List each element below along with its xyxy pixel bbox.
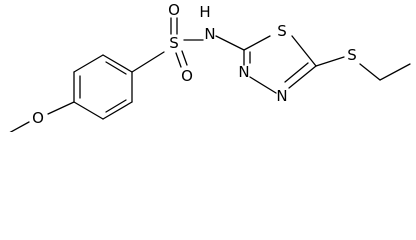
bond-thiadiazole-2 bbox=[249, 76, 277, 94]
bond-o-ring bbox=[47, 101, 75, 115]
bond-thiadiazole-3b bbox=[284, 62, 309, 83]
chemical-structure: S O O H N S N N S O bbox=[9, 1, 411, 132]
bond-thiadiazole-3 bbox=[288, 65, 317, 89]
bond-thiadiazole-5 bbox=[243, 35, 271, 51]
bond-benzene-inner-2 bbox=[105, 61, 127, 75]
bond-methyl-o bbox=[9, 121, 30, 132]
bond-thiadiazole-4 bbox=[291, 35, 317, 67]
bond-benzene-5 bbox=[102, 101, 133, 120]
atom-ring-n-left: N bbox=[238, 63, 249, 81]
atom-sulfonyl-s: S bbox=[169, 34, 179, 52]
bond-s-ethyl-1 bbox=[359, 63, 381, 81]
atom-labels: S O O H N S N N S O bbox=[32, 1, 357, 127]
bond-benzene-2 bbox=[73, 54, 104, 73]
bonds bbox=[9, 17, 411, 132]
atom-ring-n-right: N bbox=[276, 87, 287, 105]
bond-s-o-bottom-b bbox=[181, 50, 188, 66]
atom-methoxy-o: O bbox=[32, 109, 44, 127]
bond-n-ring bbox=[215, 35, 245, 51]
bond-ethyl-2 bbox=[379, 63, 411, 81]
atom-amide-n: N bbox=[204, 25, 215, 43]
atom-sulfonyl-o-top: O bbox=[168, 1, 180, 19]
atom-sulfonyl-o-bottom: O bbox=[181, 67, 193, 85]
atom-thioether-s: S bbox=[347, 46, 357, 64]
bond-benzene-inner-3 bbox=[105, 99, 127, 113]
bond-benzene-3 bbox=[102, 54, 133, 73]
bond-ring-s bbox=[131, 51, 165, 73]
bond-benzene-6 bbox=[73, 101, 104, 120]
atom-amide-h: H bbox=[199, 3, 210, 21]
atom-ring-s: S bbox=[277, 22, 287, 40]
bond-c-thioether bbox=[315, 56, 345, 67]
bond-s-o-bottom-a bbox=[175, 52, 182, 68]
